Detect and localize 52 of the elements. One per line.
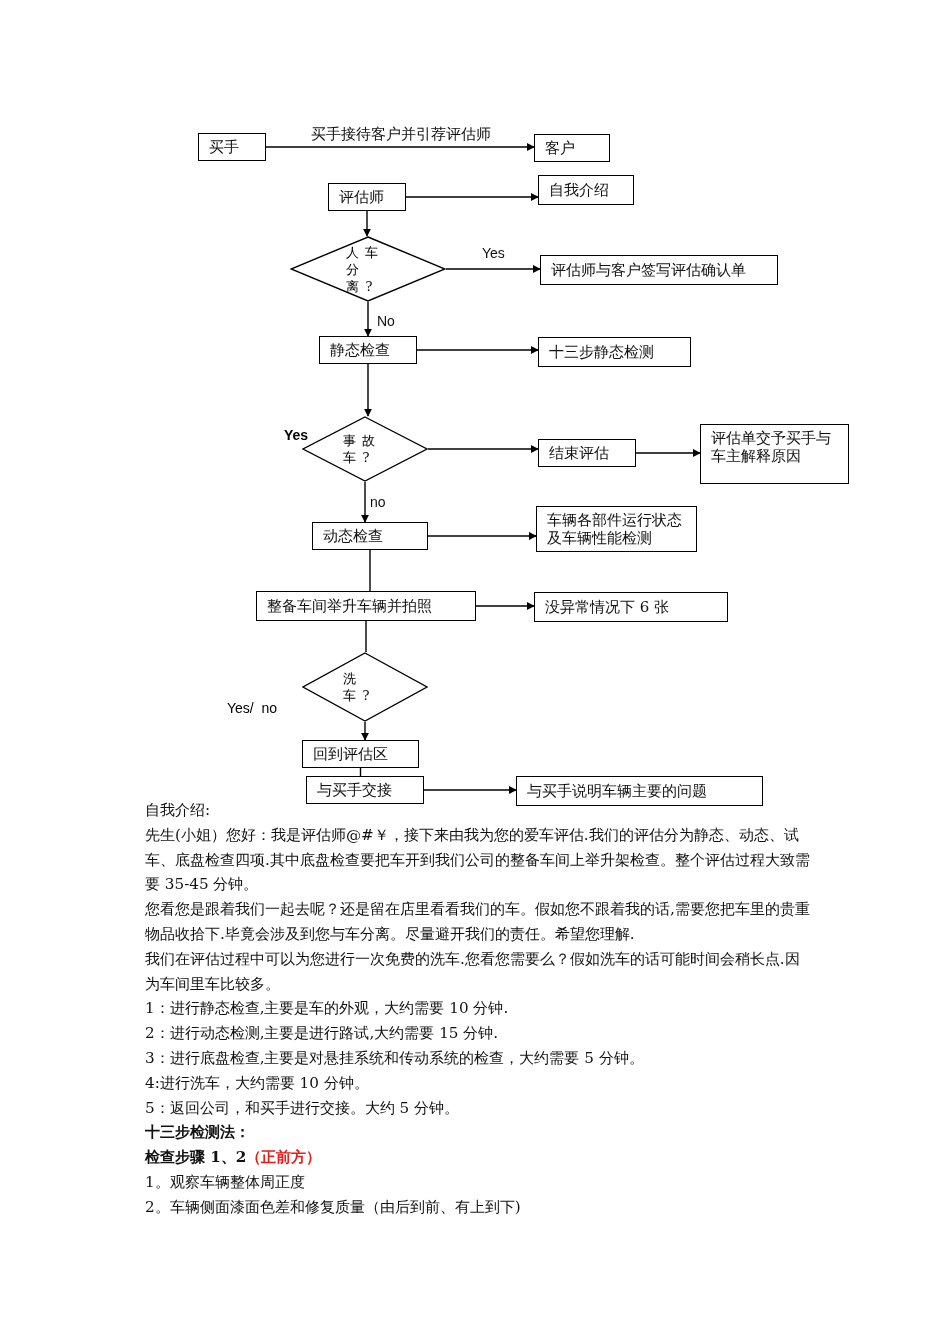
process-box: 十三步静态检测	[538, 337, 691, 367]
edge-label: 买手接待客户并引荐评估师	[310, 125, 492, 142]
body-paragraph: 1：进行静态检查,主要是车的外观，大约需要 10 分钟.	[145, 998, 510, 1020]
decision-text: 洗车?	[342, 670, 377, 704]
arrow	[427, 532, 537, 540]
process-box: 客户	[534, 134, 610, 162]
body-paragraph: 您看您是跟着我们一起去呢？还是留在店里看看我们的车。假如您不跟着我的话,需要您把车里的贵重物品收拾下.毕竟会涉及到您与车分离。尽量避开我们的责任。希望您理解.	[145, 899, 811, 945]
arrow	[361, 481, 369, 523]
arrow	[361, 721, 369, 741]
body-paragraph: 5：返回公司，和买手进行交接。大约 5 分钟。	[145, 1097, 460, 1119]
step-heading: 检查步骤 1、2	[145, 1148, 247, 1167]
process-box: 动态检查	[312, 522, 428, 550]
process-box: 买手	[198, 133, 266, 161]
body-paragraph: 4:进行洗车，大约需要 10 分钟。	[145, 1072, 370, 1094]
process-box: 整备车间举升车辆并拍照	[256, 591, 476, 621]
arrow	[405, 193, 539, 201]
arrow	[364, 301, 372, 337]
process-box: 车辆各部件运行状态及车辆性能检测	[536, 506, 697, 552]
body-paragraph: 2：进行动态检测,主要是进行路试,大约需要 15 分钟.	[145, 1023, 500, 1045]
branch-label: Yes	[284, 427, 309, 443]
process-box: 与买手交接	[306, 776, 424, 804]
arrow	[416, 346, 539, 354]
connector-line	[369, 549, 371, 592]
body-paragraph: 先生(小姐）您好：我是评估师@#￥，接下来由我为您的爱车评估.我们的评估分为静态、动态、试车、底盘检查四项.其中底盘检查要把车开到我们公司的整备车间上举升架检查。整个评估过程大致需要 35-45 分钟。	[145, 824, 811, 896]
process-box: 评估师	[328, 183, 406, 211]
process-box: 自我介绍	[538, 175, 634, 205]
decision-text: 人车分离?	[345, 243, 386, 295]
position-note: （正前方）	[246, 1148, 322, 1167]
body-paragraph: 3：进行底盘检查,主要是对悬挂系统和传动系统的检查，大约需要 5 分钟。	[145, 1047, 645, 1069]
arrow	[475, 602, 535, 610]
body-paragraph: 1。观察车辆整体周正度	[145, 1171, 306, 1193]
body-paragraph: 2。车辆侧面漆面色差和修复质量（由后到前、有上到下)	[145, 1196, 522, 1218]
section-heading: 自我介绍:	[145, 800, 212, 821]
process-box: 回到评估区	[302, 740, 419, 768]
process-box: 评估师与客户签写评估确认单	[540, 255, 778, 285]
arrow	[423, 786, 517, 794]
section-heading: 十三步检测法：	[145, 1122, 251, 1144]
branch-label: Yes/ no	[227, 700, 278, 716]
arrow	[265, 143, 535, 151]
process-box: 与买手说明车辆主要的问题	[516, 776, 763, 806]
arrow	[364, 363, 372, 417]
connector-line	[365, 620, 367, 653]
process-box: 没异常情况下 6 张	[534, 592, 728, 622]
decision-text: 事故车?	[342, 432, 383, 466]
process-box: 结束评估	[538, 439, 636, 467]
arrow	[635, 449, 701, 457]
process-box: 静态检查	[319, 336, 417, 364]
process-box: 评估单交予买手与车主解释原因	[700, 424, 849, 484]
body-paragraph: 我们在评估过程中可以为您进行一次免费的洗车.您看您需要么？假如洗车的话可能时间会稍长点.因为车间里车比较多。	[145, 948, 801, 995]
arrow	[445, 265, 541, 273]
arrow	[427, 445, 539, 453]
arrow	[363, 210, 371, 237]
